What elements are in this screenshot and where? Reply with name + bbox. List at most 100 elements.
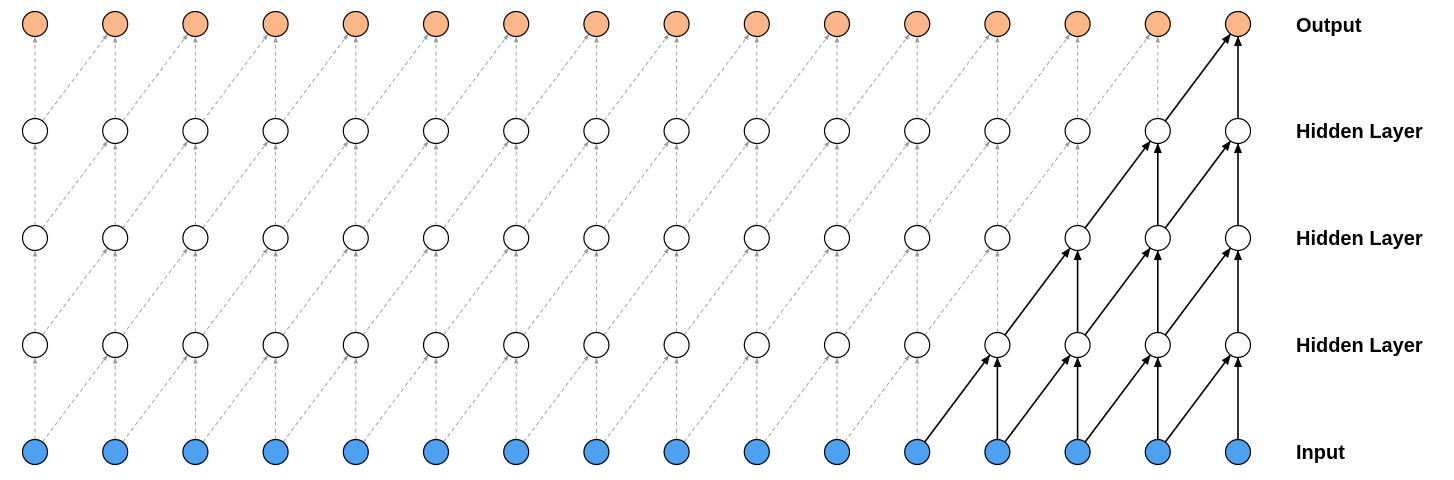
- output-node-l4-3: [262, 10, 289, 38]
- inactive-edge-l3-10-to-11: [844, 33, 910, 122]
- hidden-node-l2-11: [904, 224, 931, 252]
- active-edge-l2-13-to-14: [1084, 140, 1151, 229]
- output-node-l4-14: [1144, 10, 1171, 38]
- active-edge-l2-14-to-15: [1164, 140, 1231, 229]
- inactive-edge-l0-0-to-1: [42, 354, 108, 443]
- inactive-edge-l1-4-to-5: [362, 247, 429, 336]
- hidden-node-l2-5: [422, 224, 450, 252]
- input-node-l0-10: [823, 438, 851, 466]
- active-edge-l1-13-to-14: [1084, 247, 1151, 336]
- output-node-l4-2: [182, 10, 209, 38]
- inactive-edge-l3-3-to-4: [282, 33, 349, 122]
- inactive-edge-l3-8-to-9: [683, 33, 750, 122]
- inactive-edge-l2-3-to-4: [282, 140, 349, 229]
- hidden-node-l1-9: [743, 331, 770, 359]
- inactive-edge-l3-5-to-6: [443, 33, 509, 122]
- active-edge-l1-14-to-15: [1164, 247, 1231, 336]
- hidden-node-l3-8: [663, 117, 690, 145]
- output-node-l4-10: [823, 10, 851, 38]
- output-node-l4-11: [904, 10, 931, 38]
- inactive-edge-l1-9-to-10: [763, 247, 830, 336]
- hidden-node-l1-0: [21, 331, 49, 359]
- inactive-edge-l0-1-to-2: [122, 354, 188, 443]
- hidden-node-l1-2: [182, 331, 209, 359]
- hidden-node-l1-13: [1064, 331, 1091, 359]
- inactive-edge-l1-8-to-9: [683, 247, 750, 336]
- active-edge-l0-11-to-12: [924, 354, 991, 443]
- inactive-edge-l3-2-to-3: [202, 33, 269, 122]
- inactive-edge-l0-10-to-11: [844, 354, 910, 443]
- hidden-node-l3-10: [823, 117, 851, 145]
- hidden-node-l3-6: [503, 117, 530, 145]
- active-edge-l0-13-to-14: [1084, 354, 1151, 443]
- output-node-l4-8: [663, 10, 690, 38]
- inactive-edge-l2-7-to-8: [603, 140, 670, 229]
- inactive-edge-l1-10-to-11: [844, 247, 910, 336]
- inactive-edge-l1-11-to-12: [924, 247, 990, 336]
- hidden-node-l2-7: [583, 224, 610, 252]
- inactive-edge-l0-5-to-6: [443, 354, 509, 443]
- input-node-l0-0: [21, 438, 49, 466]
- hidden-node-l2-12: [984, 224, 1011, 252]
- hidden-node-l2-14: [1144, 224, 1171, 252]
- hidden-node-l1-8: [663, 331, 690, 359]
- inactive-edge-l3-1-to-2: [122, 33, 188, 122]
- output-node-l4-12: [984, 10, 1011, 38]
- inactive-edge-l3-13-to-14: [1084, 33, 1151, 122]
- input-node-l0-12: [984, 438, 1011, 466]
- hidden-node-l1-5: [422, 331, 450, 359]
- inactive-edge-l3-6-to-7: [523, 33, 589, 122]
- hidden-node-l2-10: [823, 224, 851, 252]
- hidden-node-l3-2: [182, 117, 209, 145]
- inactive-edge-l1-7-to-8: [603, 247, 670, 336]
- inactive-edge-l0-2-to-3: [202, 354, 269, 443]
- inactive-edge-l0-8-to-9: [683, 354, 750, 443]
- inactive-edge-l2-12-to-13: [1004, 140, 1071, 229]
- output-node-l4-1: [102, 10, 129, 38]
- hidden-node-l2-4: [342, 224, 369, 252]
- inactive-edge-l2-1-to-2: [122, 140, 188, 229]
- inactive-edge-l1-3-to-4: [282, 247, 349, 336]
- inactive-edge-l2-5-to-6: [443, 140, 509, 229]
- hidden-node-l1-11: [904, 331, 931, 359]
- inactive-edge-l2-11-to-12: [924, 140, 990, 229]
- hidden-node-l1-7: [583, 331, 610, 359]
- nodes-group: [21, 10, 1252, 466]
- hidden-node-l1-12: [984, 331, 1011, 359]
- inactive-edge-l1-2-to-3: [202, 247, 269, 336]
- inactive-edge-l2-4-to-5: [362, 140, 429, 229]
- output-node-l4-6: [503, 10, 530, 38]
- output-node-l4-15: [1224, 10, 1252, 38]
- inactive-edge-l1-6-to-7: [523, 247, 589, 336]
- inactive-edge-l3-11-to-12: [924, 33, 990, 122]
- edges-group: [32, 33, 1242, 443]
- inactive-edge-l0-7-to-8: [603, 354, 670, 443]
- hidden-node-l2-15: [1224, 224, 1252, 252]
- input-node-l0-14: [1144, 438, 1171, 466]
- input-node-l0-5: [422, 438, 450, 466]
- inactive-edge-l0-9-to-10: [763, 354, 830, 443]
- active-edge-l0-12-to-13: [1004, 354, 1071, 443]
- hidden-layer-1-label: Hidden Layer: [1296, 335, 1423, 357]
- output-node-l4-0: [21, 10, 49, 38]
- hidden-node-l1-6: [503, 331, 530, 359]
- input-node-l0-4: [342, 438, 369, 466]
- hidden-node-l1-10: [823, 331, 851, 359]
- input-node-l0-9: [743, 438, 770, 466]
- input-node-l0-3: [262, 438, 289, 466]
- active-edge-l0-14-to-15: [1164, 354, 1231, 443]
- inactive-edge-l1-1-to-2: [122, 247, 188, 336]
- inactive-edge-l2-8-to-9: [683, 140, 750, 229]
- input-node-l0-8: [663, 438, 690, 466]
- output-node-l4-5: [422, 10, 450, 38]
- hidden-node-l2-8: [663, 224, 690, 252]
- hidden-node-l3-1: [102, 117, 129, 145]
- input-node-l0-13: [1064, 438, 1091, 466]
- inactive-edge-l1-0-to-1: [42, 247, 108, 336]
- hidden-node-l3-12: [984, 117, 1011, 145]
- active-edge-l3-14-to-15: [1164, 33, 1231, 122]
- hidden-layer-3-label: Hidden Layer: [1296, 121, 1423, 143]
- hidden-node-l3-0: [21, 117, 49, 145]
- inactive-edge-l2-6-to-7: [523, 140, 589, 229]
